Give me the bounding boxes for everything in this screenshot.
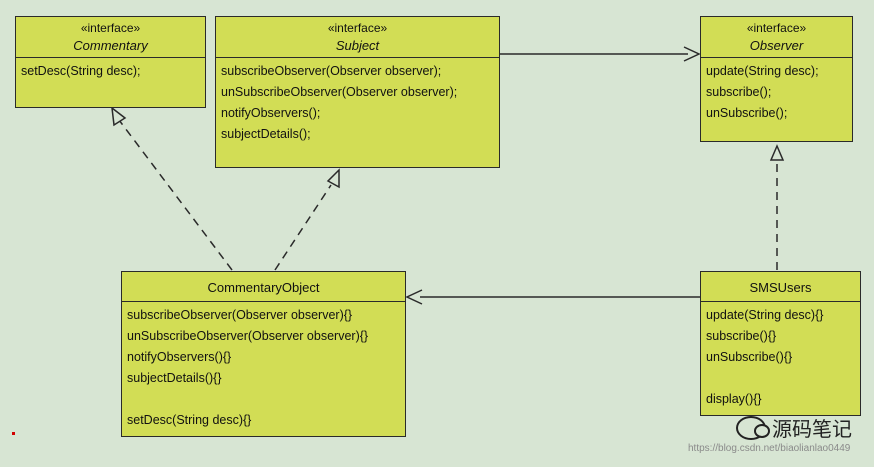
watermark-url: https://blog.csdn.net/biaolianlao0449 [688, 443, 851, 454]
stereotype-label: «interface» [80, 21, 141, 35]
class-smsusers-header: SMSUsers [701, 272, 860, 302]
operation: unSubscribe(); [706, 106, 788, 120]
class-smsusers: SMSUsers update(String desc){} subscribe… [700, 271, 861, 416]
stereotype-label: «interface» [746, 21, 807, 35]
class-observer: «interface» Observer update(String desc)… [700, 16, 853, 142]
operation: subscribe(){} [706, 329, 777, 343]
class-commentaryobject-header: CommentaryObject [122, 272, 405, 302]
class-commentary-operations: setDesc(String desc); [16, 58, 205, 85]
class-name: Subject [335, 38, 380, 53]
class-name: Commentary [73, 38, 148, 53]
operation: unSubscribeObserver(Observer observer){} [127, 329, 369, 343]
red-dot-mark [12, 432, 15, 435]
operation: setDesc(String desc); [21, 64, 141, 78]
realization-triangle-subject [326, 168, 340, 189]
realization-triangle-commentary [111, 106, 127, 127]
arrowhead-observer [683, 46, 701, 62]
class-name: SMSUsers [749, 280, 812, 295]
operation-spacer [127, 389, 400, 410]
class-observer-header: «interface» Observer [701, 17, 852, 58]
class-commentary: «interface» Commentary setDesc(String de… [15, 16, 206, 108]
class-observer-operations: update(String desc); subscribe(); unSubs… [701, 58, 852, 127]
class-subject: «interface» Subject subscribeObserver(Ob… [215, 16, 500, 168]
operation: unSubscribe(){} [706, 350, 793, 364]
arrowhead-commentaryobject [405, 289, 423, 305]
operation: unSubscribeObserver(Observer observer); [221, 85, 458, 99]
operation: notifyObservers(){} [127, 350, 232, 364]
operation: subjectDetails(){} [127, 371, 222, 385]
operation: setDesc(String desc){} [127, 413, 252, 427]
watermark: 源码笔记 [736, 413, 852, 442]
realization-triangle-observer [769, 144, 785, 161]
class-smsusers-operations: update(String desc){} subscribe(){} unSu… [701, 302, 860, 413]
operation: subscribe(); [706, 85, 772, 99]
operation: display(){} [706, 392, 762, 406]
class-name: CommentaryObject [207, 280, 320, 295]
realization-subject [274, 184, 332, 271]
watermark-text: 源码笔记 [772, 419, 852, 441]
operation: update(String desc); [706, 64, 819, 78]
wechat-icon [736, 415, 770, 440]
stereotype-label: «interface» [327, 21, 388, 35]
class-commentaryobject: CommentaryObject subscribeObserver(Obser… [121, 271, 406, 437]
operation-spacer [706, 368, 855, 389]
operation: update(String desc){} [706, 308, 824, 322]
class-commentaryobject-operations: subscribeObserver(Observer observer){} u… [122, 302, 405, 434]
operation: notifyObservers(); [221, 106, 321, 120]
operation: subscribeObserver(Observer observer){} [127, 308, 353, 322]
operation: subjectDetails(); [221, 127, 311, 141]
class-name: Observer [749, 38, 804, 53]
realization-commentary [118, 119, 233, 271]
class-subject-header: «interface» Subject [216, 17, 499, 58]
class-commentary-header: «interface» Commentary [16, 17, 205, 58]
class-subject-operations: subscribeObserver(Observer observer); un… [216, 58, 499, 148]
operation: subscribeObserver(Observer observer); [221, 64, 442, 78]
